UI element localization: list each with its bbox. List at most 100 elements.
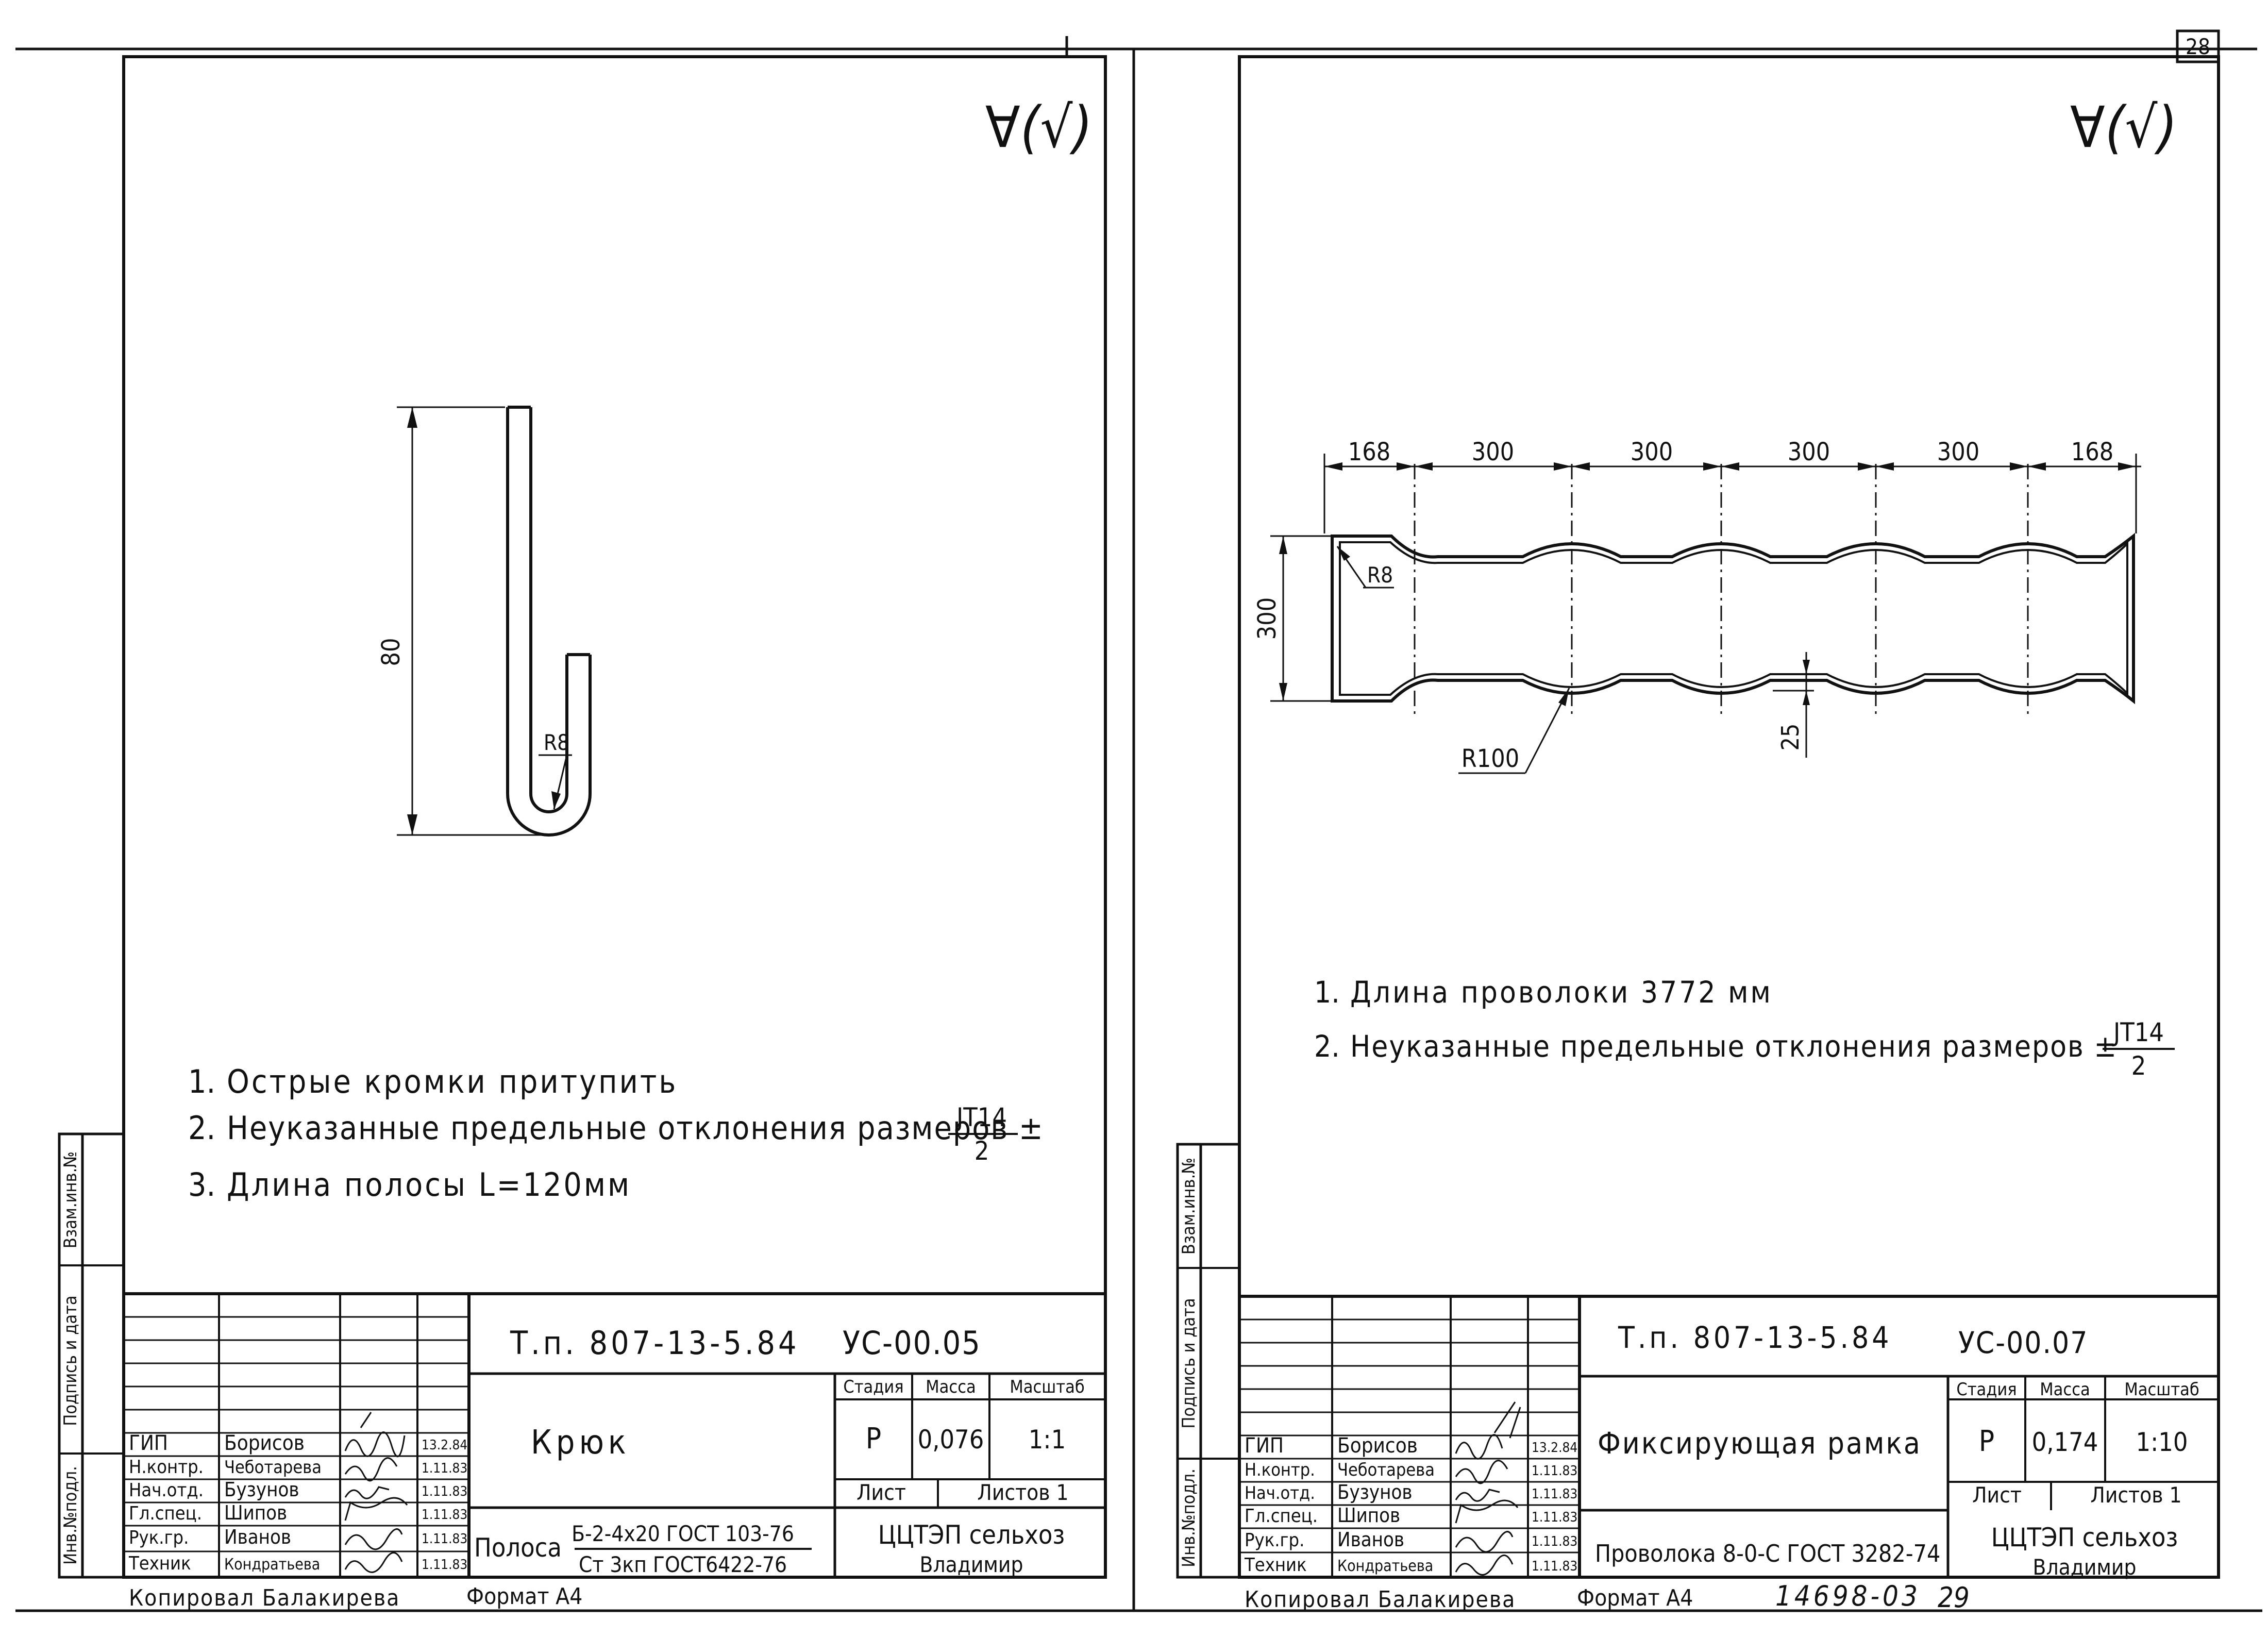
date-dept-head: 1.11.83 [1532,1486,1577,1502]
signature-marks-right [1455,1401,1521,1576]
stamp-number: 14698-03 [1775,1580,1921,1612]
name-chief-specialist: Шипов [1337,1504,1400,1527]
page-number-box [2176,29,2220,63]
note-2-fraction-denominator: 2 [2131,1051,2146,1081]
date-gip: 13.2.84 [1532,1440,1577,1456]
dim-height: 300 [1253,597,1282,640]
footer-copied-by: Копировал Балакирева [1245,1586,1516,1613]
material-bottom: Проволока 8-0-С ГОСТ 3282-74 [1595,1540,1940,1567]
hook-height-dim: 80 [377,638,406,666]
stage-value: Р [1979,1425,1994,1458]
role-norm-control: Н.контр. [1245,1460,1315,1480]
side-stamp-right: Инв.№подл. Подпись и дата Взам.инв.№ [1176,1143,1241,1579]
name-gip: Борисов [224,1431,305,1455]
name-dept-head: Бузунов [224,1478,299,1501]
designation: УС-00.07 [1958,1325,2088,1360]
doc-code: Т.п. 807-13-5.84 [510,1324,799,1362]
page-number: 28 [2186,34,2210,59]
name-technician: Кондратьева [1337,1557,1433,1575]
stage-value: Р [866,1422,881,1456]
name-group-lead: Иванов [224,1526,291,1548]
role-gip: ГИП [1245,1434,1284,1458]
dim-top-1: 168 [1348,438,1390,466]
people-list-right: ГИП Борисов 13.2.84 Н.контр. Чеботарева … [1244,1434,1577,1576]
dim-top-5: 300 [1937,438,1979,466]
head-mass: Масса [2040,1379,2090,1400]
footer-format: Формат А4 [466,1583,582,1610]
stamp-page: 29 [1938,1581,1970,1614]
part-name: Крюк [531,1424,630,1462]
date-technician: 1.11.83 [422,1557,467,1573]
role-dept-head: Нач.отд. [1245,1483,1315,1504]
footer-copied-by: Копировал Балакирева [129,1585,400,1611]
role-norm-control: Н.контр. [129,1457,204,1478]
side-stamp-left: Инв.№подл. Подпись и дата Взам.инв.№ [58,1132,125,1579]
sheets-count: Листов 1 [977,1480,1068,1505]
dim-top-4: 300 [1788,438,1830,466]
title-block-right: ГИП Борисов 13.2.84 Н.контр. Чеботарева … [1238,1295,2220,1580]
sheet-right: ∀(√) [1176,55,2220,1614]
role-chief-specialist: Гл.спец. [129,1503,202,1524]
sheets-count: Листов 1 [2090,1482,2181,1508]
sheet-label: Лист [856,1480,906,1505]
date-chief-specialist: 1.11.83 [1532,1510,1577,1525]
side-label-inv-num: Инв.№подл. [60,1466,81,1565]
role-technician: Техник [128,1553,191,1574]
name-dept-head: Бузунов [1337,1481,1413,1504]
footer-format: Формат А4 [1577,1585,1693,1611]
note-2-fraction-numerator: JT14 [955,1103,1007,1132]
head-stage: Стадия [1956,1379,2017,1400]
part-name: Фиксирующая рамка [1598,1426,1922,1461]
role-gip: ГИП [129,1431,168,1455]
org-line-1: ЦЦТЭП сельхоз [878,1520,1065,1550]
date-chief-specialist: 1.11.83 [422,1507,467,1523]
head-scale: Масштаб [1010,1377,1084,1397]
name-norm-control: Чеботарева [1337,1460,1435,1480]
head-mass: Масса [926,1377,976,1397]
name-norm-control: Чеботарева [224,1457,322,1478]
hook-radius-dim: R8 [544,730,569,755]
side-label-signature-date: Подпись и дата [60,1295,81,1426]
material-top: Б-2-4х20 ГОСТ 103-76 [572,1521,794,1546]
date-dept-head: 1.11.83 [422,1484,467,1499]
org-line-2: Владимир [920,1552,1023,1577]
dim-top-3: 300 [1631,438,1673,466]
title-block-left: ГИП Борисов 13.2.84 Н.контр. Чеботарева … [122,1292,1107,1579]
side-label-signature-date: Подпись и дата [1179,1298,1199,1428]
side-label-replace-inv: Взам.инв.№ [1179,1158,1199,1255]
org-line-2: Владимир [2033,1555,2137,1580]
date-technician: 1.11.83 [1532,1559,1577,1574]
date-norm-control: 1.11.83 [422,1461,467,1476]
date-norm-control: 1.11.83 [1532,1463,1577,1479]
sheet-label: Лист [1972,1482,2022,1508]
note-2-number: 2. [188,1109,215,1147]
doc-code: Т.п. 807-13-5.84 [1618,1320,1892,1355]
sheet-left: ∀(√) 80 R8 1. Острые кромки притупить 2. [58,55,1107,1611]
mass-value: 0,174 [2032,1427,2098,1457]
name-chief-specialist: Шипов [224,1501,287,1524]
role-dept-head: Нач.отд. [129,1480,204,1501]
date-group-lead: 1.11.83 [422,1531,467,1547]
note-1-number: 1. [1314,975,1340,1010]
name-gip: Борисов [1337,1434,1418,1458]
note-2-fraction-denominator: 2 [975,1136,989,1166]
side-label-inv-num: Инв.№подл. [1179,1468,1199,1567]
note-2-fraction-numerator: JT14 [2112,1017,2164,1047]
note-3-number: 3. [188,1166,215,1204]
side-label-replace-inv: Взам.инв.№ [60,1151,81,1248]
name-group-lead: Иванов [1337,1528,1404,1551]
date-group-lead: 1.11.83 [1532,1534,1577,1549]
roughness-symbol: ∀(√) [2070,94,2177,160]
head-stage: Стадия [843,1377,903,1397]
note-2-text: Неуказанные предельные отклонения размер… [227,1109,1044,1147]
scale-value: 1:10 [2136,1427,2188,1457]
name-technician: Кондратьева [224,1556,320,1574]
org-line-1: ЦЦТЭП сельхоз [1991,1523,2178,1552]
note-3-text: Длина полосы L=120мм [227,1166,631,1204]
mass-value: 0,076 [918,1425,984,1455]
date-gip: 13.2.84 [422,1438,467,1453]
dim-25: 25 [1776,724,1804,751]
role-group-lead: Рук.гр. [129,1527,189,1548]
